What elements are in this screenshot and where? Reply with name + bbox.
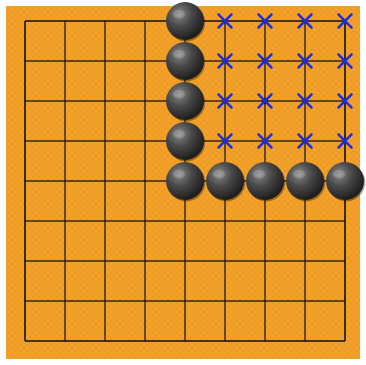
go-board[interactable] xyxy=(0,0,366,365)
